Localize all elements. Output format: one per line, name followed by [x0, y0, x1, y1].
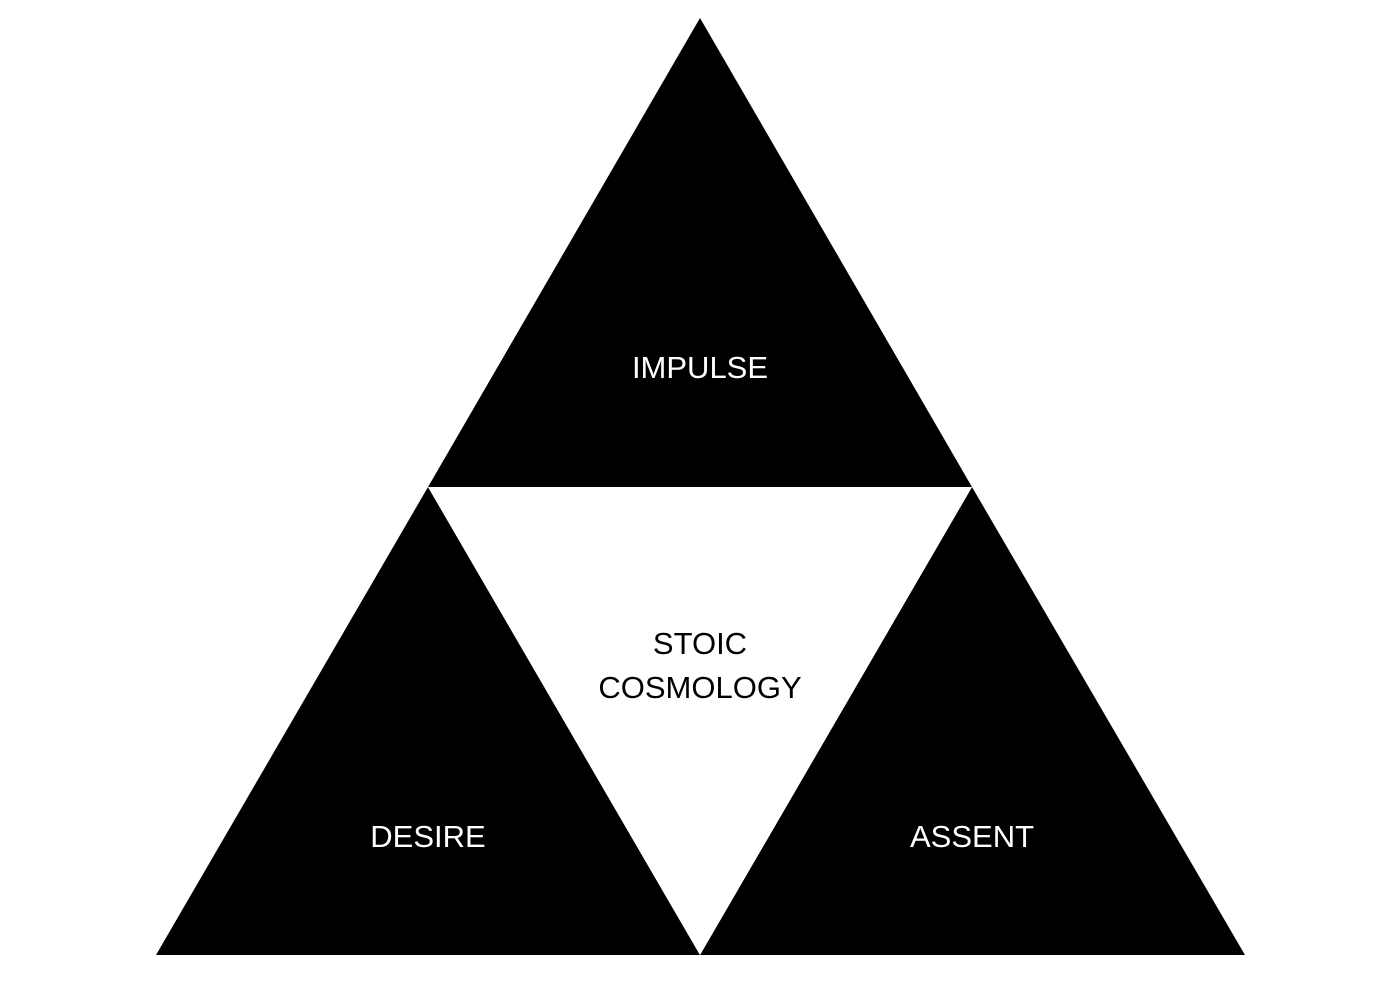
- impulse-label: IMPULSE: [632, 350, 768, 385]
- stoic-cosmology-triangle: [428, 487, 972, 955]
- cosmology-label: COSMOLOGY: [598, 670, 801, 705]
- assent-label: ASSENT: [910, 819, 1034, 854]
- desire-label: DESIRE: [370, 819, 485, 854]
- assent-triangle: [700, 487, 1245, 955]
- impulse-triangle: [428, 18, 972, 487]
- desire-triangle: [156, 487, 700, 955]
- stoic-label: STOIC: [653, 626, 747, 661]
